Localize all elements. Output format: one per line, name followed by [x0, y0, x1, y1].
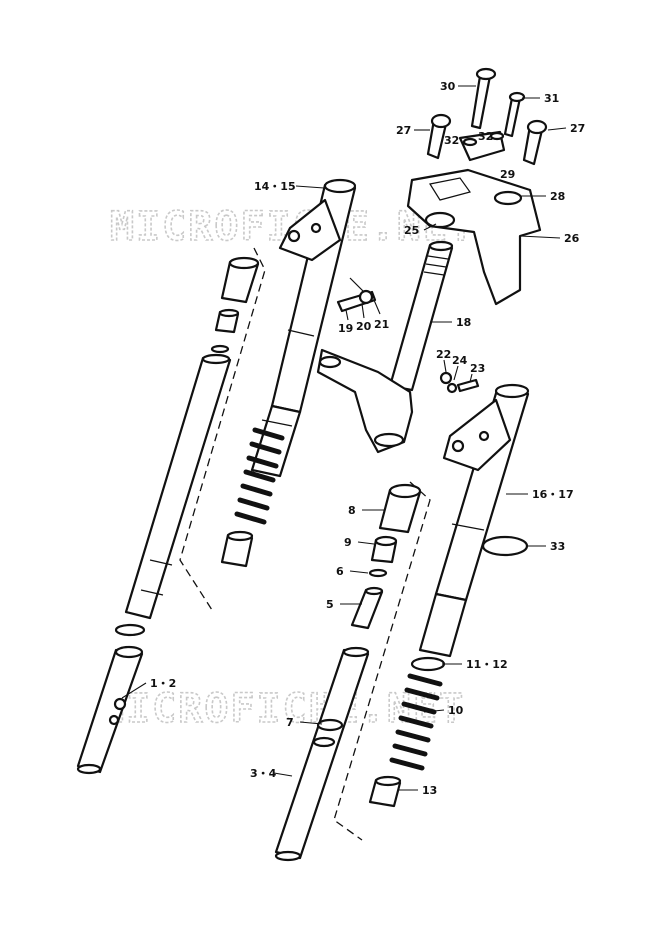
label-26: 26 [564, 232, 580, 245]
label-24: 24 [452, 354, 468, 367]
steering-stem [316, 240, 454, 454]
left-fork-inner-tube [124, 353, 232, 620]
left-fork-collar [214, 308, 240, 334]
label-11-12: 11・12 [466, 658, 508, 671]
label-21: 21 [374, 318, 389, 331]
label-27-left: 27 [396, 124, 411, 137]
label-10: 10 [448, 704, 464, 717]
label-29: 29 [500, 168, 515, 181]
label-27-right: 27 [570, 122, 585, 135]
right-fork-collar [370, 535, 398, 564]
label-6: 6 [336, 565, 344, 578]
left-fork-spring-seat [220, 530, 254, 568]
label-30: 30 [440, 80, 456, 93]
pinch-bolt-assembly [336, 277, 377, 313]
right-fork-assembly-dash [333, 481, 431, 841]
top-bracket [406, 168, 542, 306]
label-16-17: 16・17 [532, 488, 574, 501]
left-fork-oring [210, 344, 230, 354]
label-7: 7 [286, 716, 294, 729]
label-33: 33 [550, 540, 565, 553]
label-18: 18 [456, 316, 471, 329]
label-31: 31 [544, 92, 559, 105]
label-23: 23 [470, 362, 485, 375]
right-fork-spring-washer [410, 656, 446, 672]
watermark-lower: MICROFICHE.NET [100, 686, 465, 732]
label-3-4: 3・4 [250, 767, 277, 780]
left-fork-assembly-dash [179, 247, 266, 611]
label-1-2: 1・2 [150, 677, 176, 690]
left-fork-damper-rod [76, 645, 144, 775]
handlebar-holder-bolts [470, 67, 526, 138]
label-13: 13 [422, 784, 437, 797]
handlebar-holders [426, 113, 548, 166]
right-fork-oil-lock [378, 483, 422, 534]
left-fork-spring [234, 427, 285, 525]
label-14-15: 14・15 [254, 180, 296, 193]
right-fork-ring [312, 718, 344, 748]
right-fork-spring-seat [368, 775, 402, 808]
label-8: 8 [348, 504, 356, 517]
label-9: 9 [344, 536, 352, 549]
left-fork-spacer-top [220, 256, 260, 304]
label-19: 19 [338, 322, 353, 335]
label-5: 5 [326, 598, 334, 611]
steering-stem-nuts [439, 371, 480, 394]
label-22: 22 [436, 348, 451, 361]
right-fork-spring [389, 673, 443, 771]
right-fork-spacer [350, 586, 384, 630]
right-fork-inner-tube [274, 646, 370, 862]
right-fork-circlip [481, 535, 529, 557]
label-28: 28 [550, 190, 565, 203]
part-labels: 1・2 3・4 5 6 7 8 9 10 11・12 13 14・15 16・1… [121, 80, 585, 797]
left-fork-outer-tube [250, 178, 357, 478]
label-20: 20 [356, 320, 372, 333]
label-25: 25 [404, 224, 419, 237]
right-fork-oring [368, 568, 388, 578]
left-fork-ring-lower [114, 623, 146, 637]
label-32-right: 32 [478, 130, 493, 143]
label-32-left: 32 [444, 134, 459, 147]
right-fork-outer-tube [418, 383, 530, 658]
